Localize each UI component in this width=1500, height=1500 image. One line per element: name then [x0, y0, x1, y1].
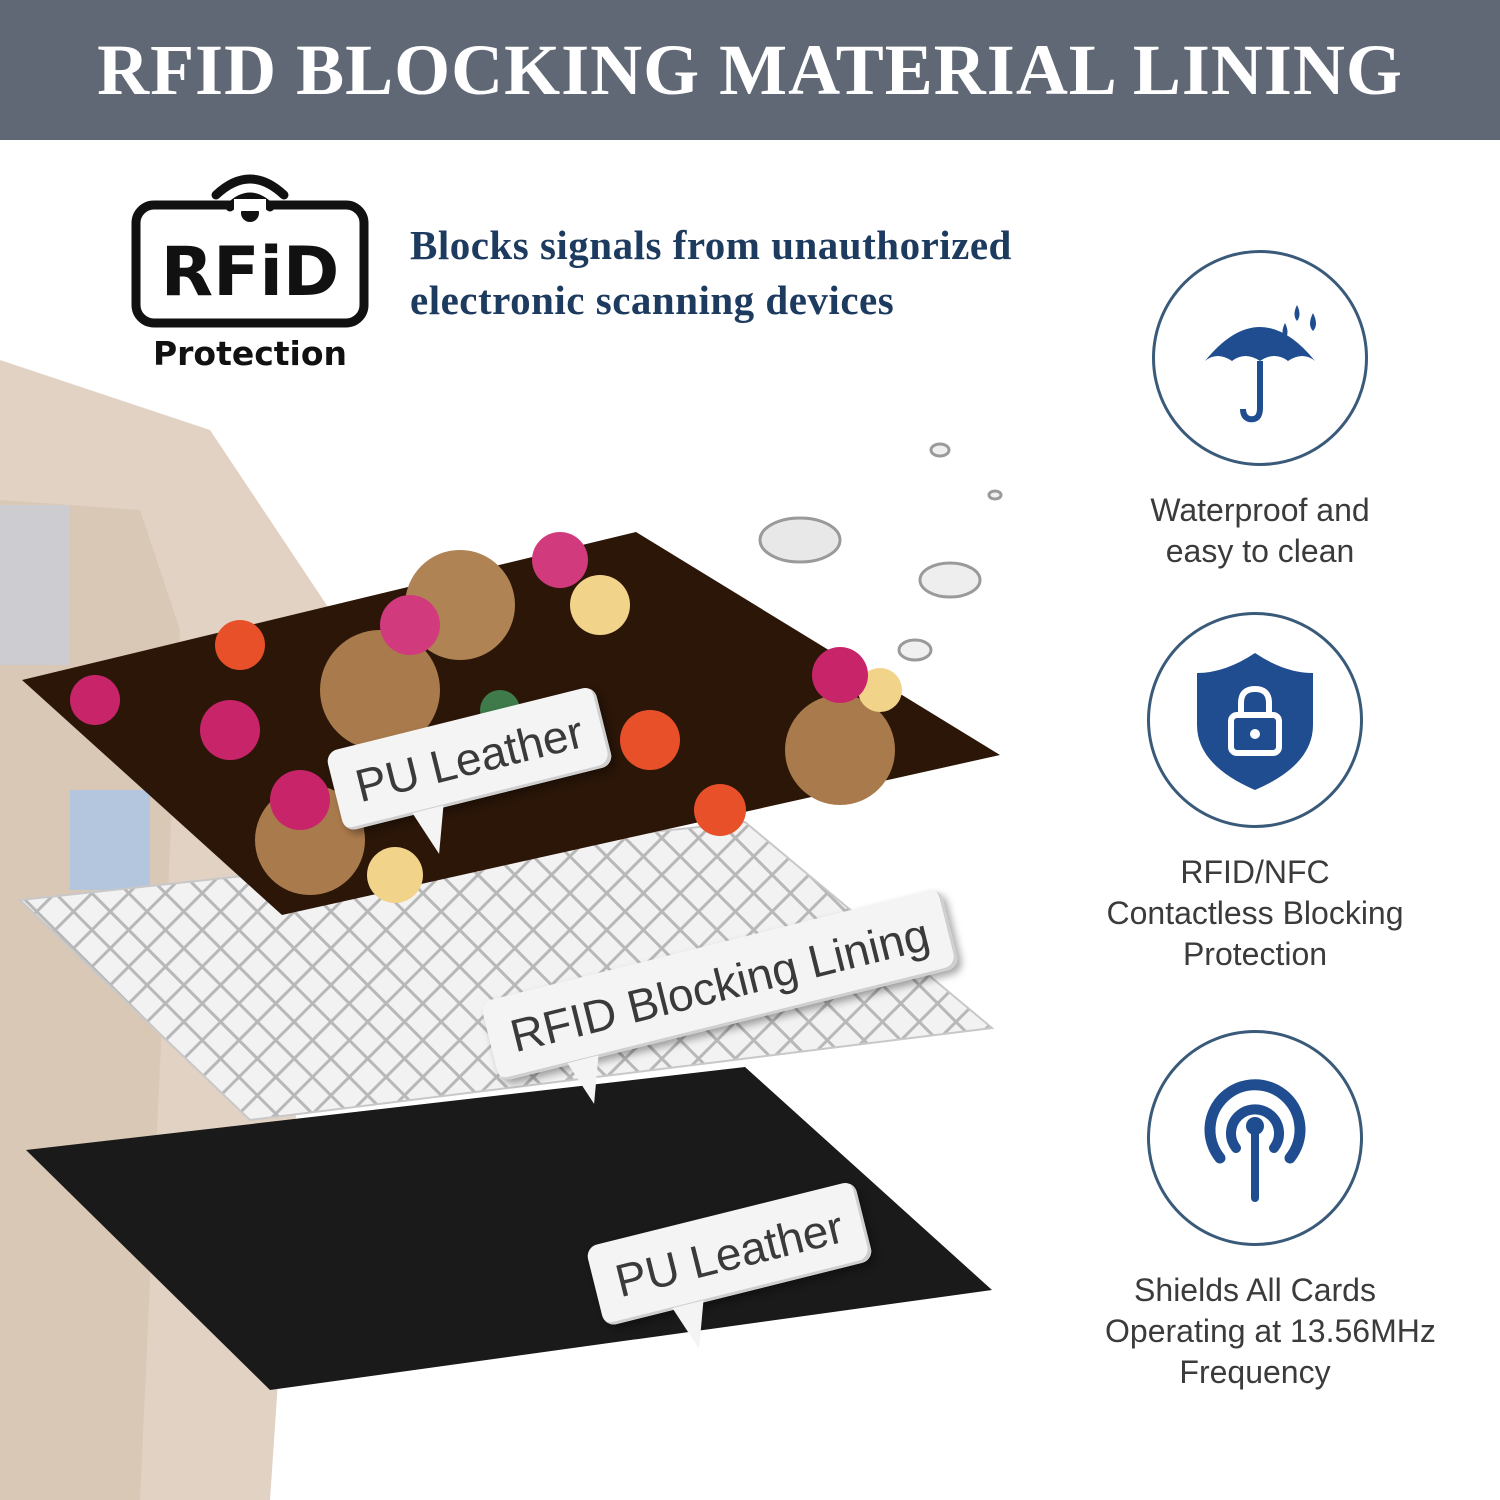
- shield-lock-icon: [1197, 653, 1313, 790]
- title-banner: RFID BLOCKING MATERIAL LINING: [0, 0, 1500, 140]
- feature-rfid-nfc-text: RFID/NFC Contactless Blocking Protection: [1106, 854, 1404, 972]
- rfid-logo-text: RFiD: [161, 233, 340, 312]
- layers-illustration: [0, 360, 1003, 1500]
- rfid-logo-caption: Protection: [153, 334, 347, 373]
- headline-line-1: Blocks signals from unauthorized: [410, 222, 1012, 268]
- headline: Blocks signals from unauthorized electro…: [410, 218, 1150, 328]
- headline-line-2: electronic scanning devices: [410, 277, 895, 323]
- feature-rfid-nfc-circle: [1147, 612, 1363, 828]
- banner-title: RFID BLOCKING MATERIAL LINING: [97, 29, 1403, 110]
- feature-shields-cards: Shields All Cards Operating at 13.56MHz …: [1105, 1030, 1436, 1393]
- feature-rfid-nfc: RFID/NFC Contactless Blocking Protection: [1105, 612, 1405, 975]
- feature-waterproof-text: Waterproof and easy to clean: [1150, 492, 1370, 569]
- feature-waterproof: Waterproof and easy to clean: [1110, 250, 1410, 572]
- water-droplets: [758, 442, 1003, 662]
- bottom-pu-leather-layer: [26, 1067, 992, 1390]
- feature-shields-cards-circle: [1147, 1030, 1363, 1246]
- feature-shields-cards-text: Shields All Cards Operating at 13.56MHz …: [1105, 1272, 1436, 1390]
- rfid-protection-logo: RFiD Protection: [131, 174, 369, 373]
- signal-antenna-icon: [1204, 1079, 1306, 1202]
- feature-waterproof-circle: [1152, 250, 1368, 466]
- umbrella-rain-icon: [1205, 305, 1316, 423]
